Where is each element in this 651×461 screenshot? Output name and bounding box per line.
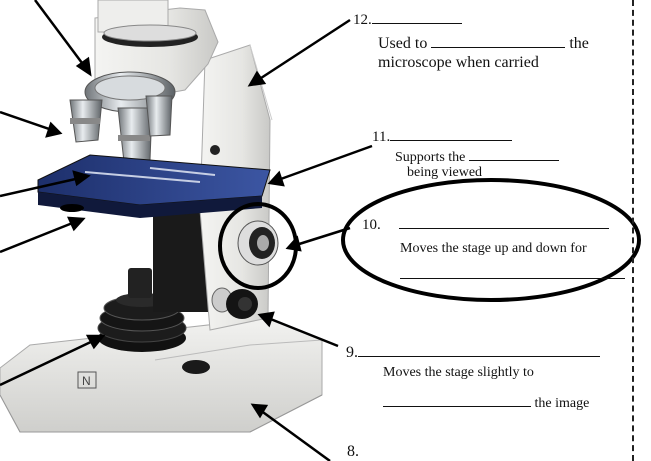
- fine-focus-knob: [211, 287, 258, 319]
- light-source: [182, 360, 210, 374]
- blank-10b[interactable]: [400, 264, 625, 279]
- stage-column: [153, 212, 209, 312]
- cut-line: [632, 0, 634, 461]
- label-11-line2: being viewed: [407, 165, 483, 180]
- diaphragm-disc: [97, 293, 187, 352]
- label-12-number: 12.: [353, 9, 462, 29]
- objective-lenses: [69, 95, 173, 163]
- label-8-number: 8.: [347, 443, 359, 460]
- blank-10a[interactable]: [398, 214, 609, 229]
- label-9-line1: Moves the stage slightly to: [383, 365, 534, 380]
- brand-logo: N: [77, 371, 97, 389]
- label-11-number: 11.: [372, 126, 513, 146]
- blank-9a[interactable]: [358, 342, 600, 357]
- label-9-line2: the image: [383, 392, 589, 413]
- highlight-oval-label: [341, 178, 641, 302]
- label-11-line1: Supports the: [395, 146, 559, 167]
- label-10-line2: [400, 264, 625, 284]
- label-12-line1: Used to the: [378, 33, 589, 52]
- blank-11a[interactable]: [390, 126, 513, 141]
- logo-letter: N: [82, 374, 91, 388]
- label-9-number: 9.: [346, 342, 600, 362]
- pointer-arrows: [0, 0, 373, 461]
- label-12-line2: microscope when carried: [378, 54, 539, 71]
- microscope-stage: [37, 154, 271, 218]
- label-10-number: 10.: [362, 214, 609, 234]
- blank-11b[interactable]: [468, 146, 559, 161]
- blank-9b[interactable]: [383, 392, 531, 407]
- coarse-focus-knob: [237, 220, 279, 266]
- label-10-line1: Moves the stage up and down for: [400, 241, 587, 256]
- blank-12a[interactable]: [431, 33, 566, 48]
